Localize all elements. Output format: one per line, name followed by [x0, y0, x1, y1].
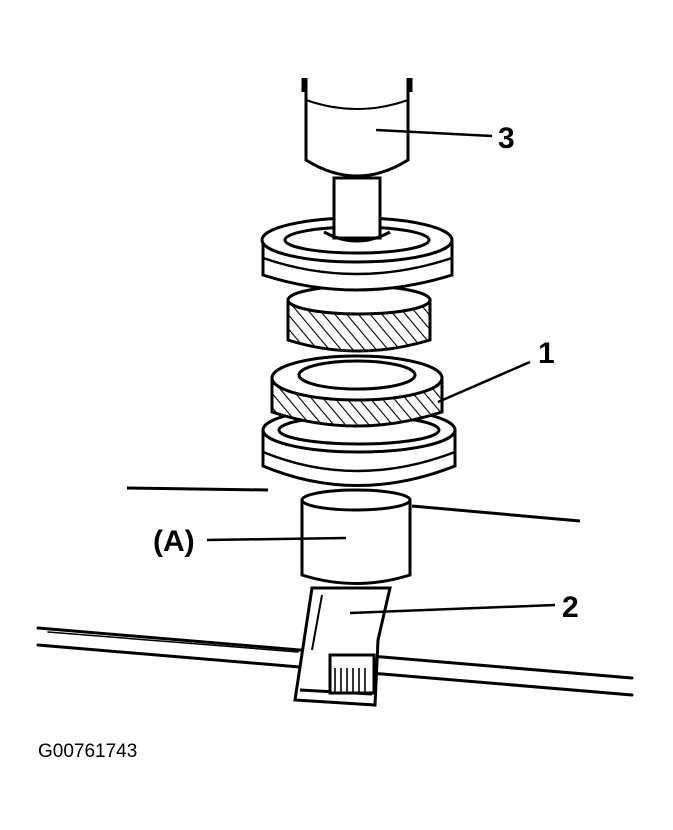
- callout-2: 2: [562, 591, 579, 624]
- callout-1: 1: [538, 337, 555, 370]
- leader-lines: [206, 128, 556, 615]
- callout-3: 3: [498, 122, 515, 155]
- part-a-sleeve: [300, 488, 412, 585]
- upper-bearing: [260, 216, 454, 292]
- upper-gear: [286, 284, 432, 353]
- tool-2-lower-shaft: [293, 586, 392, 707]
- callout-a: (A): [153, 525, 195, 558]
- tool-3-press-ram: [301, 78, 413, 243]
- gear-1: [270, 354, 444, 428]
- figure-id-caption: G00761743: [38, 741, 137, 762]
- support-bar: [126, 486, 581, 523]
